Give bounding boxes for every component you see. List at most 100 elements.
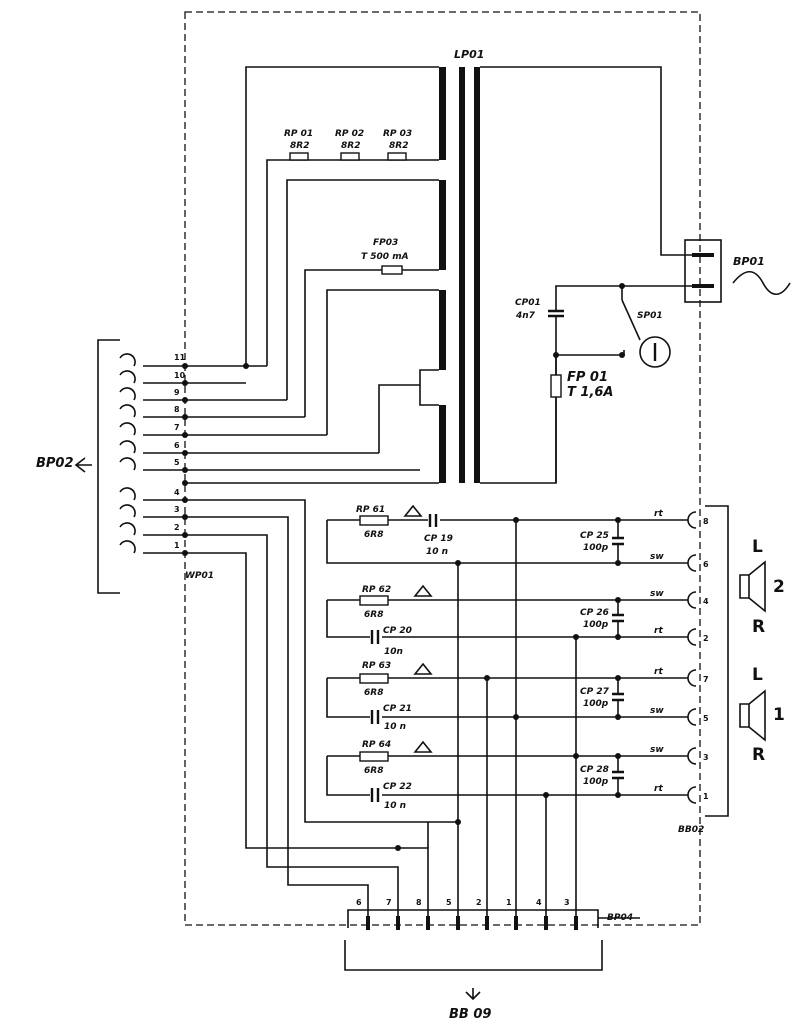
svg-text:8: 8 bbox=[703, 517, 709, 526]
svg-text:4: 4 bbox=[703, 597, 709, 606]
svg-text:1: 1 bbox=[773, 705, 785, 725]
svg-text:5: 5 bbox=[446, 898, 452, 907]
svg-text:R: R bbox=[752, 617, 765, 637]
svg-text:7: 7 bbox=[386, 898, 392, 907]
capacitor-cp21-symbol bbox=[370, 710, 380, 724]
svg-text:1: 1 bbox=[703, 792, 709, 801]
svg-text:CP 26: CP 26 bbox=[580, 608, 609, 618]
fp01-ref: FP 01 bbox=[567, 370, 608, 385]
arrow-down-icon bbox=[465, 988, 481, 1001]
cp01-value: 4n7 bbox=[515, 311, 536, 321]
svg-text:RP 61: RP 61 bbox=[356, 505, 385, 515]
svg-text:8: 8 bbox=[174, 405, 180, 414]
resistor-rp03-symbol bbox=[387, 152, 407, 161]
bp04-label: BP04 bbox=[607, 913, 633, 923]
svg-text:2: 2 bbox=[773, 577, 785, 597]
transformer-label: LP01 bbox=[454, 48, 484, 61]
svg-text:L: L bbox=[752, 665, 763, 685]
svg-text:6: 6 bbox=[356, 898, 362, 907]
svg-text:L: L bbox=[752, 537, 763, 557]
svg-text:3: 3 bbox=[564, 898, 570, 907]
cp01-ref: CP01 bbox=[515, 298, 541, 308]
mains-connector-bp01: BP01 bbox=[684, 239, 791, 303]
svg-text:6R8: 6R8 bbox=[364, 530, 383, 540]
capacitor-cp22-symbol bbox=[370, 788, 380, 802]
power-switch-icon bbox=[639, 336, 671, 368]
wire-harness-wp01: 11 10 9 8 7 6 5 4 3 2 1 WP01 bbox=[143, 353, 420, 581]
svg-text:11: 11 bbox=[174, 353, 186, 362]
wire-mains-live bbox=[555, 285, 714, 300]
svg-text:rt: rt bbox=[654, 667, 663, 677]
switch-sp01-symbol bbox=[556, 286, 641, 356]
svg-text:10: 10 bbox=[174, 371, 186, 380]
svg-text:100p: 100p bbox=[583, 777, 609, 787]
speaker-1: L R 1 bbox=[739, 665, 785, 765]
resistor-rp63-symbol bbox=[359, 673, 389, 684]
bp02-contacts bbox=[119, 353, 136, 554]
ac-symbol-icon bbox=[732, 270, 791, 296]
speaker-2-icon bbox=[739, 560, 766, 613]
svg-text:2: 2 bbox=[703, 634, 709, 643]
svg-text:CP 22: CP 22 bbox=[383, 782, 412, 792]
wire-primary-bottom bbox=[480, 355, 557, 484]
bb02-label: BB02 bbox=[678, 825, 704, 835]
svg-text:CP 25: CP 25 bbox=[580, 531, 609, 541]
transformer-lp01: LP01 bbox=[439, 48, 484, 483]
arrow-left-icon bbox=[74, 457, 92, 473]
rp01-ref: RP 01 bbox=[284, 129, 313, 139]
svg-text:sw: sw bbox=[650, 589, 664, 599]
resistor-rp64-symbol bbox=[359, 751, 389, 762]
svg-text:8: 8 bbox=[416, 898, 422, 907]
svg-text:10 n: 10 n bbox=[426, 547, 448, 557]
rp02-ref: RP 02 bbox=[335, 129, 364, 139]
svg-text:5: 5 bbox=[174, 458, 180, 467]
wp01-label: WP01 bbox=[185, 571, 214, 581]
svg-text:4: 4 bbox=[174, 488, 180, 497]
capacitor-cp19-symbol bbox=[428, 514, 438, 527]
svg-text:rt: rt bbox=[654, 509, 663, 519]
connector-bp04: BP04 6 7 8 5 2 1 4 3 BB 09 bbox=[344, 898, 640, 1022]
svg-text:100p: 100p bbox=[583, 699, 609, 709]
rp03-ref: RP 03 bbox=[383, 129, 412, 139]
fp03-ref: FP03 bbox=[373, 238, 398, 248]
svg-text:6R8: 6R8 bbox=[364, 610, 383, 620]
fp01-value: T 1,6A bbox=[567, 385, 613, 400]
speaker-connector-bb02: 8 6 4 2 7 5 3 1 BB02 bbox=[678, 505, 729, 835]
svg-text:3: 3 bbox=[174, 505, 180, 514]
rp01-value: 8R2 bbox=[290, 141, 309, 151]
fuse-fp01-symbol bbox=[550, 374, 562, 398]
svg-text:RP 64: RP 64 bbox=[362, 740, 391, 750]
bb09-label: BB 09 bbox=[449, 1007, 491, 1022]
shunt-capacitor-symbols bbox=[612, 536, 624, 780]
svg-text:sw: sw bbox=[650, 706, 664, 716]
svg-text:sw: sw bbox=[650, 552, 664, 562]
fuse-fp03-symbol bbox=[381, 265, 403, 275]
warning-triangle-icon bbox=[403, 504, 433, 753]
svg-text:rt: rt bbox=[654, 784, 663, 794]
svg-text:CP 20: CP 20 bbox=[383, 626, 412, 636]
mains-connector-label: BP01 bbox=[733, 255, 765, 268]
resistor-rp02-symbol bbox=[340, 152, 360, 161]
svg-text:3: 3 bbox=[703, 753, 709, 762]
sp01-label: SP01 bbox=[637, 311, 663, 321]
svg-text:rt: rt bbox=[654, 626, 663, 636]
svg-text:CP 28: CP 28 bbox=[580, 765, 609, 775]
enclosure-outline bbox=[184, 11, 701, 926]
speaker-2: L R 2 bbox=[739, 537, 785, 637]
svg-text:R: R bbox=[752, 745, 765, 765]
svg-text:9: 9 bbox=[174, 388, 180, 397]
rp03-value: 8R2 bbox=[389, 141, 408, 151]
svg-text:RP 62: RP 62 bbox=[362, 585, 391, 595]
svg-text:6: 6 bbox=[174, 441, 180, 450]
capacitor-cp20-symbol bbox=[370, 630, 380, 644]
svg-text:10 n: 10 n bbox=[384, 801, 406, 811]
resistor-rp01-symbol bbox=[289, 152, 309, 161]
svg-text:1: 1 bbox=[174, 541, 180, 550]
connector-bp02: BP02 bbox=[36, 339, 120, 594]
wire-primary-top bbox=[480, 66, 714, 256]
rp02-value: 8R2 bbox=[341, 141, 360, 151]
svg-text:100p: 100p bbox=[583, 620, 609, 630]
svg-text:10 n: 10 n bbox=[384, 722, 406, 732]
